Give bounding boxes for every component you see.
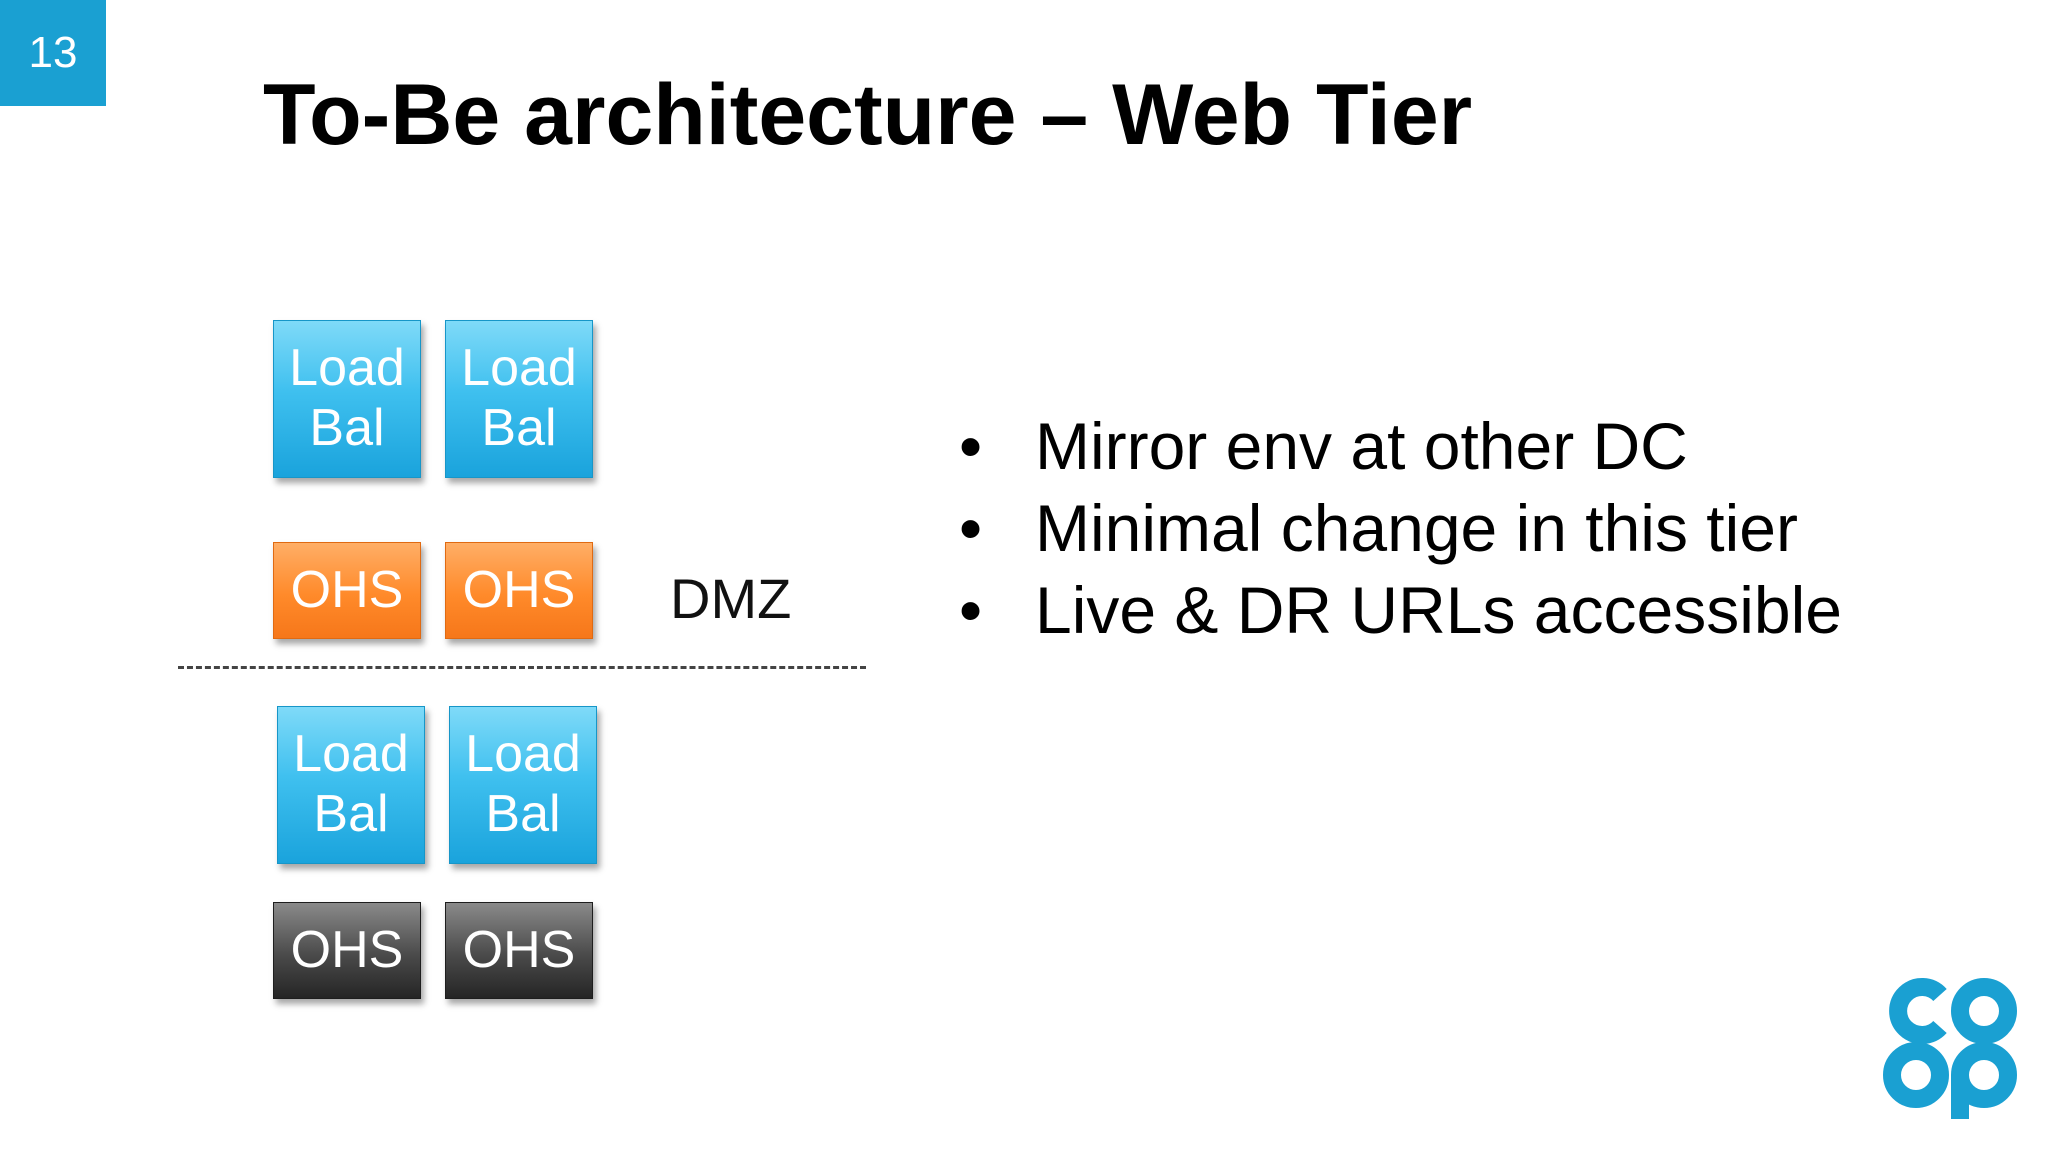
bullet-item: • Live & DR URLs accessible [955, 569, 1842, 651]
ohs-dmz-2: OHS [445, 542, 593, 639]
ohs-label: OHS [462, 560, 576, 619]
bullet-item: • Minimal change in this tier [955, 487, 1842, 569]
ohs-label: OHS [290, 560, 404, 619]
dmz-label: DMZ [670, 567, 792, 630]
dmz-divider-line [178, 666, 866, 669]
load-balancer-label-line1: Load [289, 339, 405, 398]
bullet-dot: • [959, 491, 983, 565]
coop-logo [1883, 978, 2017, 1119]
bullet-text: Live & DR URLs accessible [1035, 573, 1842, 647]
bullet-dot: • [959, 573, 983, 647]
slide-title: To-Be architecture – Web Tier [263, 67, 1473, 163]
bullet-item: • Mirror env at other DC [955, 405, 1842, 487]
ohs-dmz-1: OHS [273, 542, 421, 639]
load-balancer-internal-2: Load Bal [449, 706, 597, 864]
load-balancer-label-line1: Load [293, 725, 409, 784]
load-balancer-label-line1: Load [465, 725, 581, 784]
load-balancer-label-line2: Bal [485, 785, 561, 843]
bullet-text: Mirror env at other DC [1035, 409, 1688, 483]
load-balancer-label-line2: Bal [309, 399, 385, 457]
ohs-internal-1: OHS [273, 902, 421, 999]
ohs-label: OHS [290, 920, 404, 979]
load-balancer-dmz-2: Load Bal [445, 320, 593, 478]
ohs-label: OHS [462, 920, 576, 979]
load-balancer-dmz-1: Load Bal [273, 320, 421, 478]
slide-number: 13 [28, 28, 78, 77]
bullet-text: Minimal change in this tier [1035, 491, 1798, 565]
slide-number-badge: 13 [0, 0, 106, 106]
load-balancer-internal-1: Load Bal [277, 706, 425, 864]
bullet-dot: • [959, 409, 983, 483]
load-balancer-label-line1: Load [461, 339, 577, 398]
bullet-list: • Mirror env at other DC • Minimal chang… [955, 405, 1842, 651]
ohs-internal-2: OHS [445, 902, 593, 999]
load-balancer-label-line2: Bal [481, 399, 557, 457]
load-balancer-label-line2: Bal [313, 785, 389, 843]
